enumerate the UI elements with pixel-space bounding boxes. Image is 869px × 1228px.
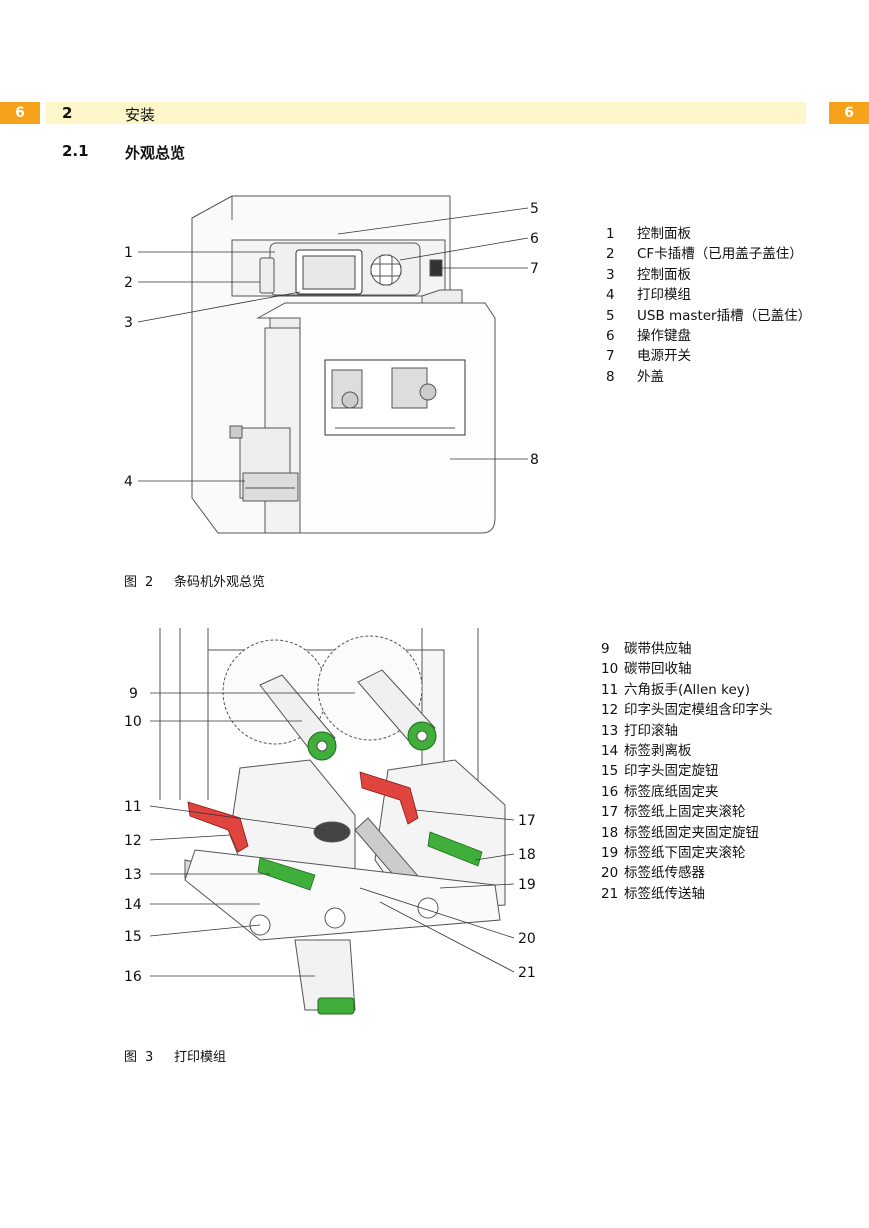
- callout-8: 8: [530, 452, 539, 468]
- page-tab-left: 6: [0, 102, 40, 124]
- callout-1: 1: [124, 245, 133, 261]
- chapter-header-band: [46, 102, 806, 124]
- callout-6: 6: [530, 231, 539, 247]
- callout-20: 20: [518, 931, 536, 947]
- callout-21: 21: [518, 965, 536, 981]
- callout-17: 17: [518, 813, 536, 829]
- chapter-number: 2: [62, 104, 73, 122]
- callout-4: 4: [124, 474, 133, 490]
- section-title: 外观总览: [125, 144, 186, 162]
- print-module-figure: 9 10 11 12 13 14 15 16 17 18 19 20 21: [110, 620, 550, 1024]
- chapter-title: 安装: [125, 106, 156, 124]
- callout-12: 12: [124, 833, 142, 849]
- callout-18: 18: [518, 847, 536, 863]
- callout-5: 5: [530, 201, 539, 217]
- callout-2: 2: [124, 275, 133, 291]
- callout-10: 10: [124, 714, 142, 730]
- callout-19: 19: [518, 877, 536, 893]
- callout-15: 15: [124, 929, 142, 945]
- section-number: 2.1: [62, 142, 89, 160]
- page-tab-right: 6: [829, 102, 869, 124]
- callout-13: 13: [124, 867, 142, 883]
- callout-7: 7: [530, 261, 539, 277]
- callout-11: 11: [124, 799, 142, 815]
- printer-overview-figure: 1 2 3 4 5 6 7 8: [110, 188, 550, 567]
- callout-9: 9: [129, 686, 138, 702]
- callout-16: 16: [124, 969, 142, 985]
- callout-3: 3: [124, 315, 133, 331]
- callout-14: 14: [124, 897, 142, 913]
